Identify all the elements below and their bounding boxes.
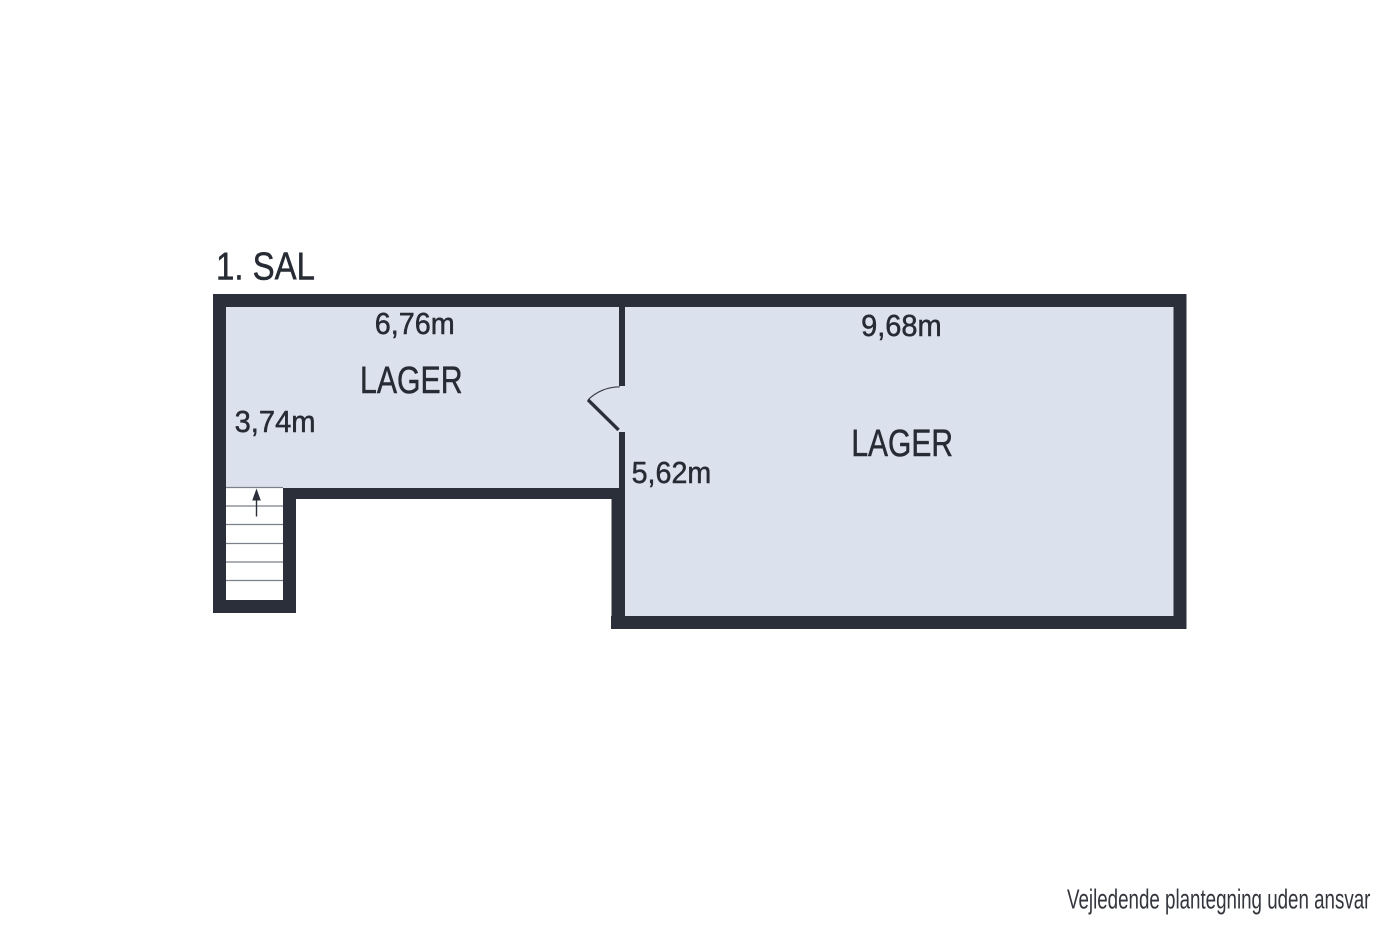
svg-text:1. SAL: 1. SAL — [216, 246, 315, 289]
svg-text:9,68m: 9,68m — [861, 308, 942, 343]
svg-text:Vejledende plantegning uden an: Vejledende plantegning uden ansvar — [1067, 884, 1370, 915]
svg-text:LAGER: LAGER — [360, 360, 463, 402]
svg-text:5,62m: 5,62m — [632, 455, 712, 490]
svg-text:LAGER: LAGER — [851, 423, 953, 465]
svg-text:6,76m: 6,76m — [375, 306, 455, 341]
svg-text:3,74m: 3,74m — [235, 404, 316, 439]
